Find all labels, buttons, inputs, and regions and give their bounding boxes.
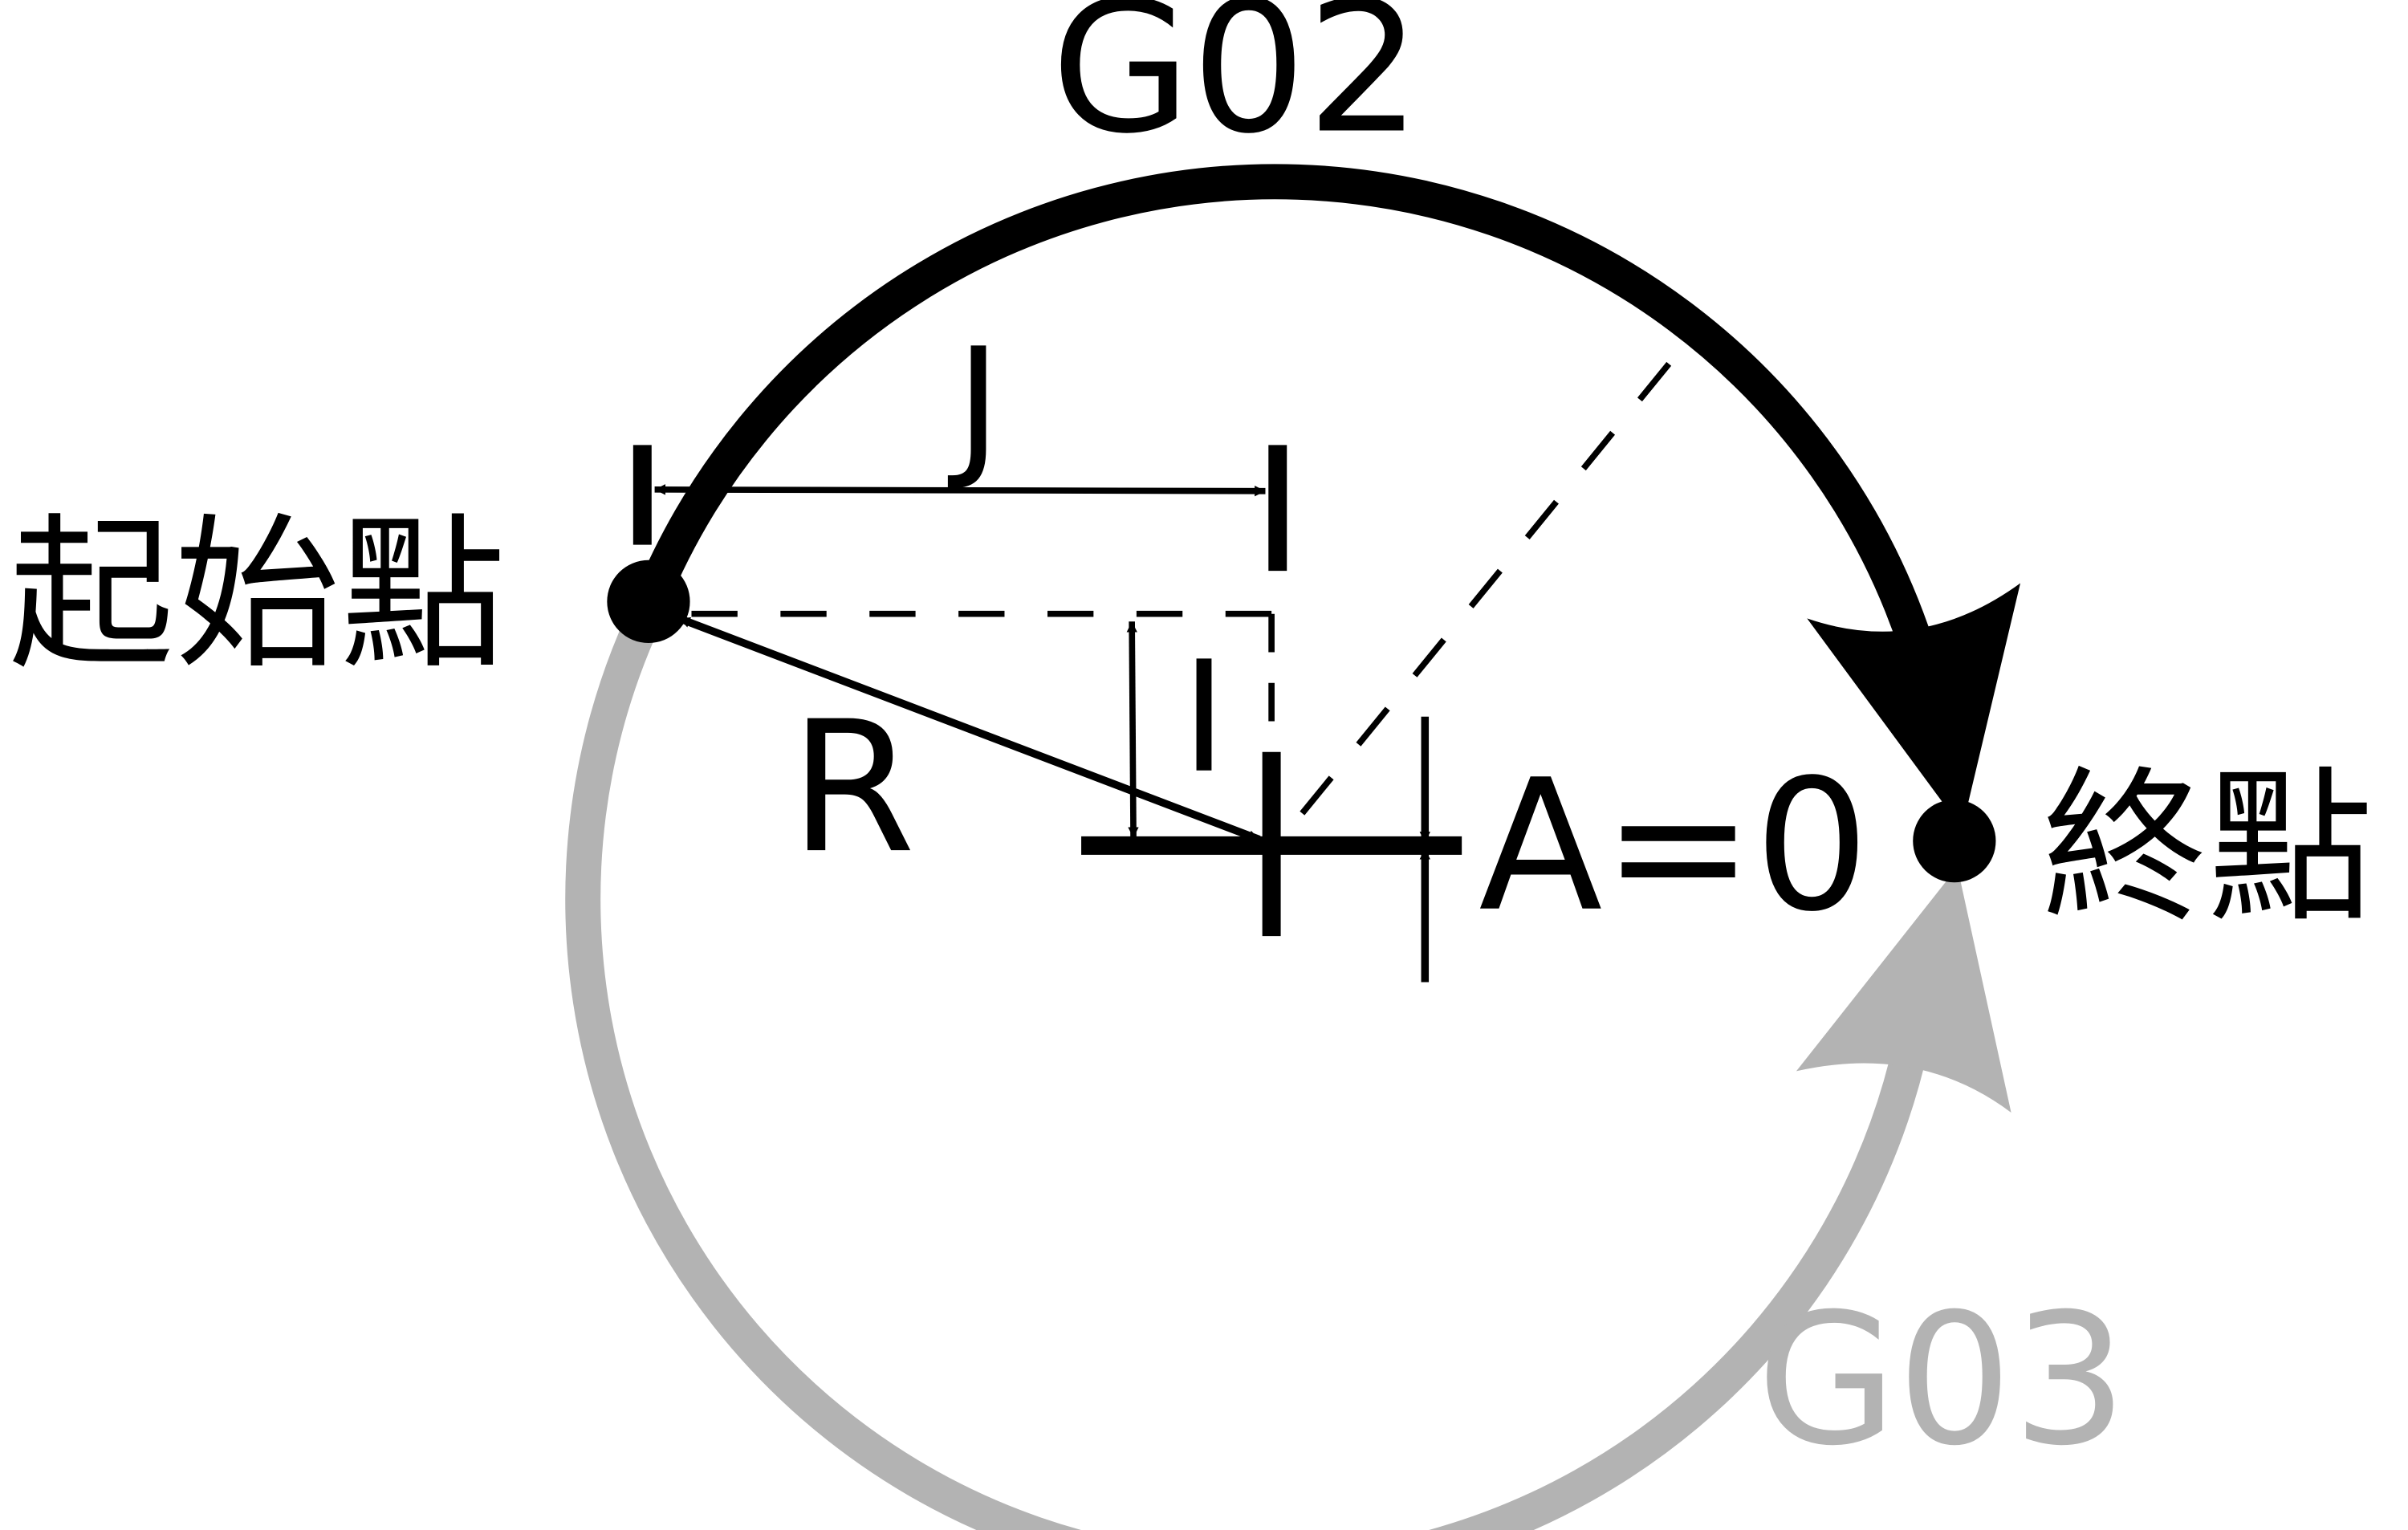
g02-label: G02 [1051, 0, 1422, 173]
j-label: J [948, 316, 1001, 494]
g02-arrowhead [1807, 583, 2021, 829]
r-line [677, 614, 1261, 844]
dashed-guides [691, 328, 1699, 816]
i-label: I [1182, 629, 1226, 808]
a-label: A=0 [1479, 742, 1869, 952]
end-label: 終點 [2042, 751, 2373, 945]
i-dimension [1126, 621, 1139, 838]
start-point [607, 560, 690, 644]
g03-label: G03 [1757, 1276, 2128, 1486]
g02-arc [633, 164, 1933, 650]
end-point [1913, 800, 1996, 883]
g03-arc [565, 598, 1929, 1530]
start-label: 起始點 [9, 498, 506, 691]
j-dimension [633, 445, 1287, 572]
center-cross [1081, 751, 1462, 937]
g03-arrowhead [1796, 867, 2011, 1113]
r-label: R [790, 683, 916, 893]
